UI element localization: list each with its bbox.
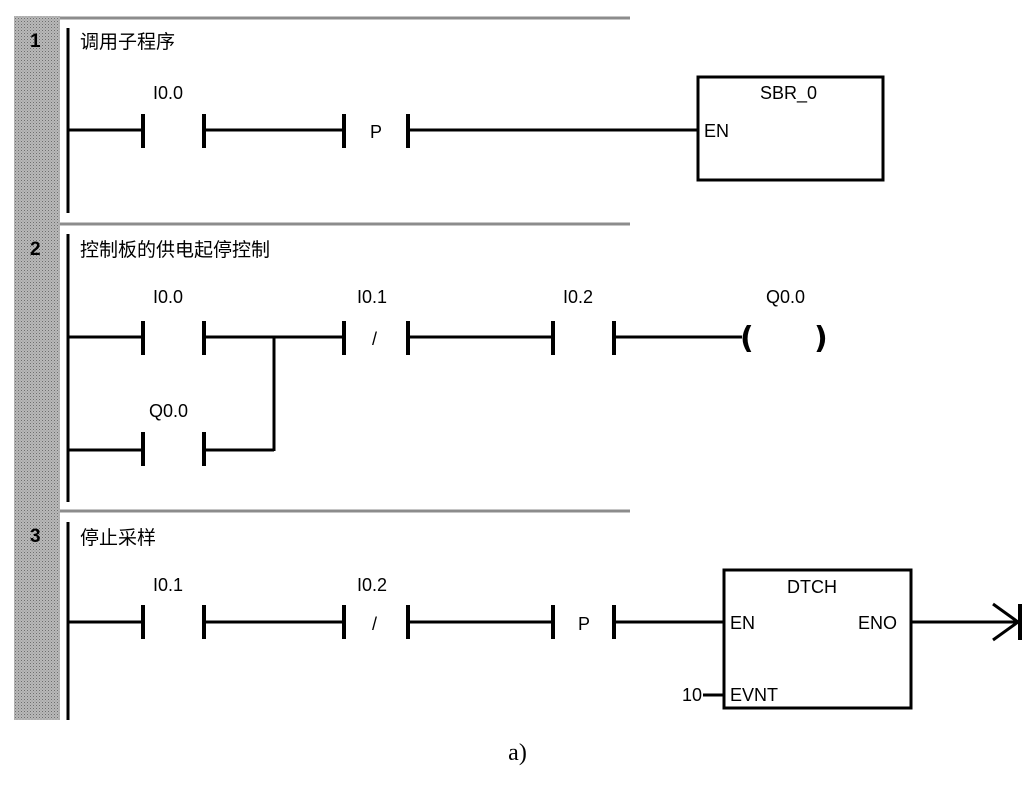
- network-number: 1: [30, 31, 41, 52]
- contact-label: I0.1: [357, 287, 387, 307]
- normally-closed-symbol: /: [372, 614, 377, 634]
- event-value: 10: [682, 685, 702, 705]
- coil-label: Q0.0: [766, 287, 805, 307]
- contact-label: I0.0: [153, 287, 183, 307]
- contact-label: I0.0: [153, 83, 183, 103]
- network-title: 停止采样: [80, 527, 156, 549]
- coil-right-paren: ): [814, 321, 828, 356]
- ladder-diagram: 1 调用子程序 I0.0 P SBR_0 EN 2 控制板的供电起停控制 I0.…: [14, 16, 1022, 720]
- enable-output-label: ENO: [858, 613, 897, 633]
- network-number: 3: [30, 526, 41, 547]
- subroutine-name: SBR_0: [760, 83, 817, 104]
- network-title: 调用子程序: [80, 31, 175, 53]
- contact-label: I0.1: [153, 575, 183, 595]
- positive-edge-label: P: [578, 614, 590, 634]
- enable-input-label: EN: [730, 613, 755, 633]
- figure-caption: a): [508, 740, 527, 766]
- contact-label: I0.2: [563, 287, 593, 307]
- normally-closed-symbol: /: [372, 329, 377, 349]
- event-input-label: EVNT: [730, 685, 778, 705]
- contact-label: I0.2: [357, 575, 387, 595]
- network-number: 2: [30, 239, 41, 260]
- coil-left-paren: (: [740, 321, 754, 356]
- contact-label: Q0.0: [149, 401, 188, 421]
- network-gutter: [14, 16, 60, 720]
- enable-input-label: EN: [704, 121, 729, 141]
- network-title: 控制板的供电起停控制: [80, 239, 270, 261]
- dtch-box-name: DTCH: [787, 577, 837, 597]
- subroutine-box: [696, 75, 885, 182]
- dtch-box: [722, 568, 913, 710]
- positive-edge-label: P: [370, 122, 382, 142]
